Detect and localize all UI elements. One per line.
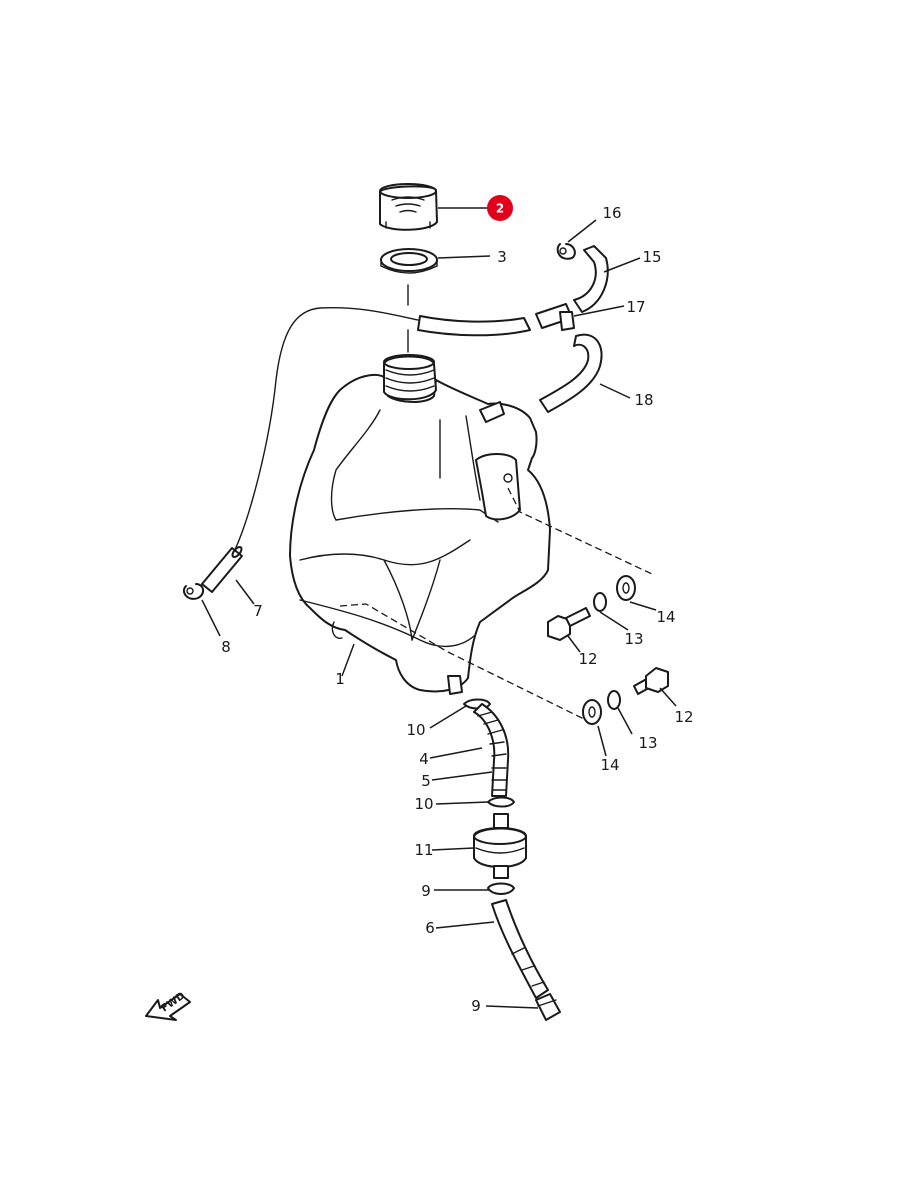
bolt-12-upper[interactable] [547,607,591,641]
mount-alignment-upper [507,487,653,575]
callout-6: 6 [425,919,435,937]
callout-17: 17 [626,298,645,316]
fuel-hose-6[interactable] [491,899,549,999]
callout-7: 7 [253,602,263,620]
bolt-12-lower[interactable] [633,667,669,695]
hose-clip-16[interactable] [556,243,576,260]
hose-clip-9-upper[interactable] [487,882,515,895]
callout-12-upper: 12 [578,650,597,668]
breather-hose-top[interactable] [417,315,531,337]
callout-1: 1 [335,670,345,688]
hose-15[interactable] [573,245,609,313]
fuel-tank[interactable] [289,354,551,695]
washer-14-lower[interactable] [582,699,602,725]
callout-14-lower: 14 [600,756,619,774]
vent-line [231,306,419,557]
overflow-hose[interactable] [201,545,243,593]
hose-18[interactable] [539,333,603,413]
callout-12-lower: 12 [674,708,693,726]
fuel-cap[interactable] [379,183,438,231]
callout-8: 8 [221,638,231,656]
callout-4: 4 [419,750,429,768]
callout-16: 16 [602,204,621,222]
hose-clamp-10-lower[interactable] [487,796,515,808]
highlight-badge-part-2[interactable] [487,195,513,221]
cap-gasket[interactable] [380,248,438,274]
callout-2: 2 [496,202,504,216]
callout-9-upper: 9 [421,882,431,900]
callout-10-lower: 10 [414,795,433,813]
callout-13-upper: 13 [624,630,643,648]
fuel-hose-4[interactable] [473,703,510,797]
callout-15: 15 [642,248,661,266]
mount-alignment-lower [339,603,587,721]
callout-13-lower: 13 [638,734,657,752]
fuel-filter-11[interactable] [473,813,527,879]
callout-11: 11 [414,841,433,859]
hose-clamp-10-upper[interactable] [463,698,491,710]
hose-clip-9-lower[interactable] [535,993,561,1021]
callout-18: 18 [634,391,653,409]
t-joint-17[interactable] [535,303,575,331]
washer-13-upper[interactable] [593,592,607,612]
callout-5: 5 [421,772,431,790]
callout-10-upper: 10 [406,721,425,739]
leader-lines [201,207,677,1009]
callout-3: 3 [497,248,507,266]
callout-9-lower: 9 [471,997,481,1015]
forward-direction-arrow: FWD [145,990,191,1021]
callout-14-upper: 14 [656,608,675,626]
hose-clip-left[interactable] [182,583,204,600]
washer-14-upper[interactable] [616,575,636,601]
washer-13-lower[interactable] [607,690,621,710]
